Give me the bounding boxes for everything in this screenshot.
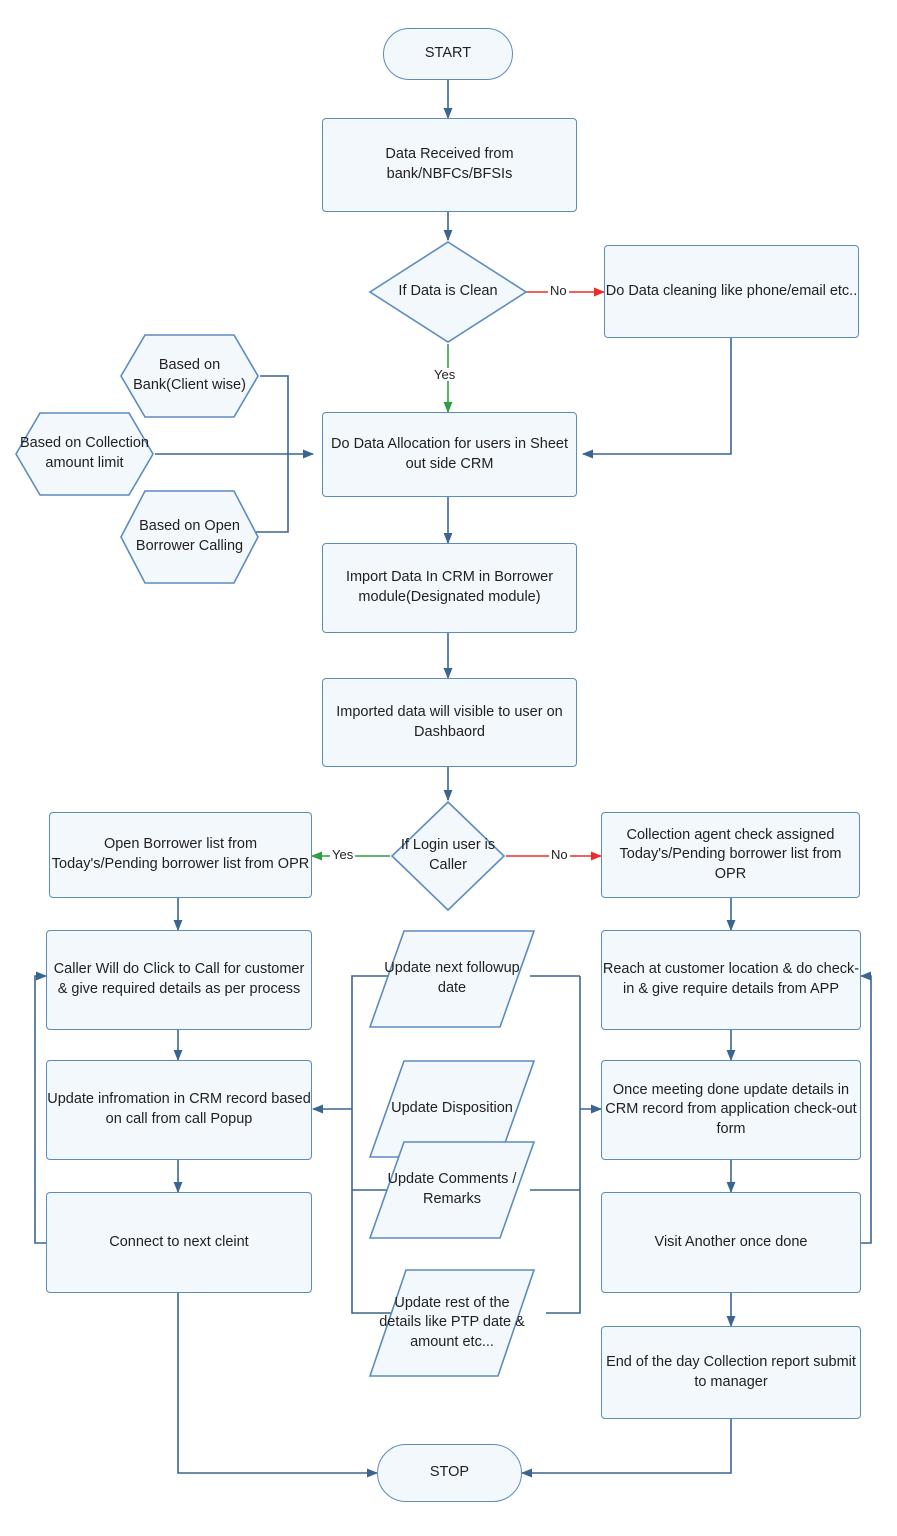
node-update-information-crm[interactable]: Update infromation in CRM record based o… bbox=[46, 1060, 312, 1160]
node-do-data-cleaning[interactable]: Do Data cleaning like phone/email etc.. bbox=[604, 245, 859, 338]
node-label: Based on Collection amount limit bbox=[20, 435, 149, 471]
node-is-data-clean[interactable]: If Data is Clean bbox=[368, 240, 528, 344]
edge-label-clean-no: No bbox=[548, 283, 569, 298]
node-update-comments-remarks[interactable]: Update Comments / Remarks bbox=[368, 1140, 536, 1240]
node-label: Update infromation in CRM record based o… bbox=[47, 1091, 311, 1127]
node-label: Caller Will do Click to Call for custome… bbox=[53, 961, 305, 997]
node-label: START bbox=[424, 45, 472, 62]
node-collection-agent-check[interactable]: Collection agent check assigned Today's/… bbox=[601, 812, 860, 898]
node-import-data-in-crm[interactable]: Import Data In CRM in Borrower module(De… bbox=[322, 543, 577, 633]
node-label: Update rest of the details like PTP date… bbox=[379, 1294, 525, 1350]
edge-label-clean-yes: Yes bbox=[432, 367, 458, 382]
node-label: If Login user is Caller bbox=[400, 837, 496, 873]
node-label: Update next followup date bbox=[384, 960, 520, 996]
edge-label-caller-yes: Yes bbox=[330, 847, 356, 862]
node-visit-another-once-done[interactable]: Visit Another once done bbox=[601, 1192, 861, 1293]
node-label: End of the day Collection report submit … bbox=[606, 1353, 856, 1390]
node-hexagon-based-on-collection-amount[interactable]: Based on Collection amount limit bbox=[14, 411, 155, 497]
node-label: STOP bbox=[429, 1464, 470, 1481]
node-hexagon-based-on-open-borrower-calling[interactable]: Based on Open Borrower Calling bbox=[119, 489, 260, 585]
node-stop[interactable]: STOP bbox=[377, 1444, 522, 1502]
node-label: Connect to next cleint bbox=[109, 1233, 249, 1250]
node-start[interactable]: START bbox=[383, 28, 513, 80]
node-is-login-user-caller[interactable]: If Login user is Caller bbox=[390, 800, 506, 912]
node-end-of-day-report[interactable]: End of the day Collection report submit … bbox=[601, 1326, 861, 1419]
node-data-received[interactable]: Data Received from bank/NBFCs/BFSIs bbox=[322, 118, 577, 212]
node-label: Import Data In CRM in Borrower module(De… bbox=[345, 569, 554, 605]
node-label: Imported data will visible to user on Da… bbox=[336, 703, 563, 740]
node-label: Based on Open Borrower Calling bbox=[135, 518, 244, 554]
node-label: Collection agent check assigned Today's/… bbox=[619, 826, 842, 882]
node-label: Reach at customer location & do check-in… bbox=[602, 961, 860, 997]
node-update-disposition[interactable]: Update Disposition bbox=[368, 1059, 536, 1159]
node-imported-data-dashboard[interactable]: Imported data will visible to user on Da… bbox=[322, 678, 577, 767]
node-update-rest-of-details[interactable]: Update rest of the details like PTP date… bbox=[368, 1268, 536, 1378]
node-do-data-allocation[interactable]: Do Data Allocation for users in Sheet ou… bbox=[322, 412, 577, 497]
node-caller-click-to-call[interactable]: Caller Will do Click to Call for custome… bbox=[46, 930, 312, 1030]
node-label: Update Disposition bbox=[391, 1100, 513, 1117]
node-label: Do Data Allocation for users in Sheet ou… bbox=[331, 435, 568, 472]
node-label: Update Comments / Remarks bbox=[387, 1171, 517, 1207]
node-reach-customer-location[interactable]: Reach at customer location & do check-in… bbox=[601, 930, 861, 1030]
node-label: Do Data cleaning like phone/email etc.. bbox=[605, 282, 858, 299]
node-open-borrower-list[interactable]: Open Borrower list from Today's/Pending … bbox=[49, 812, 312, 898]
node-hexagon-based-on-bank[interactable]: Based on Bank(Client wise) bbox=[119, 333, 260, 419]
node-label: Open Borrower list from Today's/Pending … bbox=[51, 836, 310, 872]
node-update-next-followup-date[interactable]: Update next followup date bbox=[368, 929, 536, 1029]
node-label: If Data is Clean bbox=[398, 283, 498, 300]
node-connect-next-client[interactable]: Connect to next cleint bbox=[46, 1192, 312, 1293]
node-label: Data Received from bank/NBFCs/BFSIs bbox=[385, 146, 514, 182]
node-label: Based on Bank(Client wise) bbox=[133, 357, 246, 393]
edge-label-caller-no: No bbox=[549, 847, 570, 862]
node-label: Once meeting done update details in CRM … bbox=[605, 1081, 857, 1137]
node-once-meeting-done[interactable]: Once meeting done update details in CRM … bbox=[601, 1060, 861, 1160]
node-label: Visit Another once done bbox=[654, 1233, 808, 1250]
